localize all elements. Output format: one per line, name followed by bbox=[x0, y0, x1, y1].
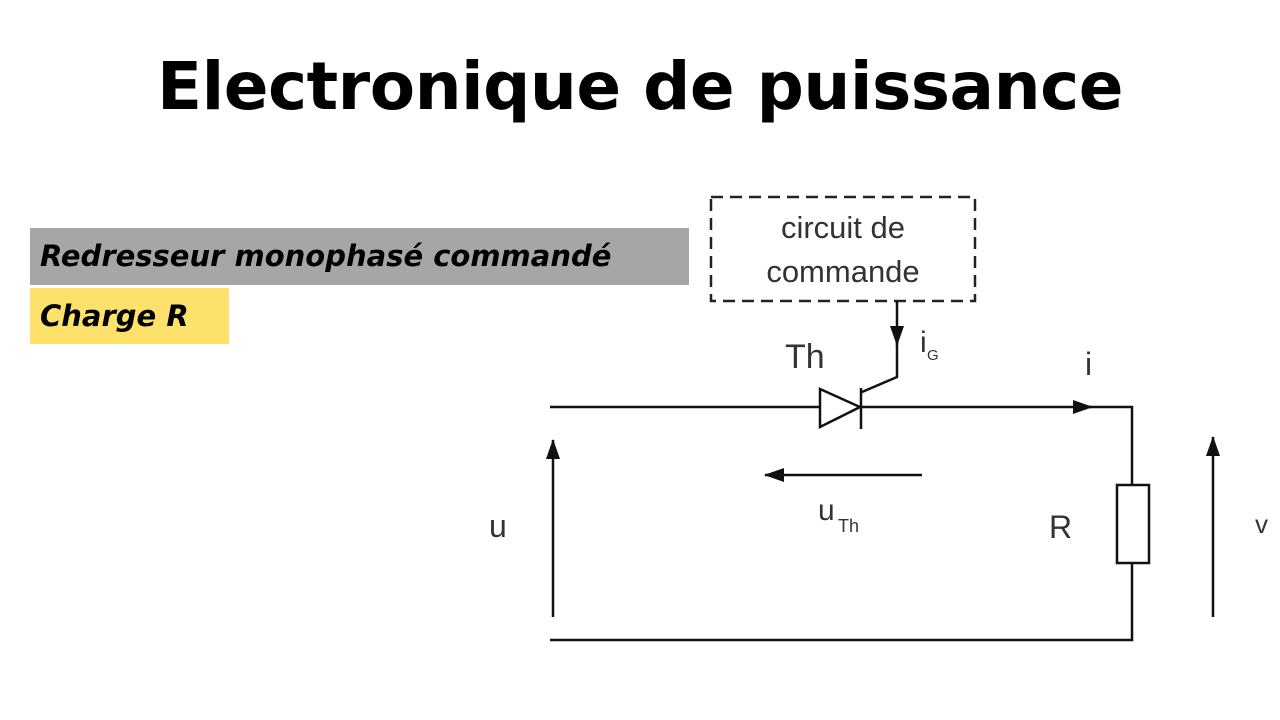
resistor-symbol bbox=[1115, 483, 1151, 565]
control-box-line1: circuit de bbox=[781, 210, 905, 245]
subtopic-label: Charge R bbox=[30, 288, 229, 344]
thyristor-symbol bbox=[818, 387, 863, 430]
resistor-label: R bbox=[1049, 509, 1072, 545]
source-voltage-label: u bbox=[489, 508, 507, 544]
thyristor-voltage-label: u bbox=[818, 494, 835, 527]
current-label: i bbox=[1085, 346, 1092, 382]
gate-current-label: i bbox=[920, 326, 927, 359]
page-title: Electronique de puissance bbox=[157, 48, 1123, 125]
thyristor-label: Th bbox=[785, 338, 825, 376]
gate-wire bbox=[861, 301, 904, 394]
thyristor-voltage-subscript: Th bbox=[838, 516, 859, 536]
gate-current-subscript: G bbox=[927, 347, 939, 364]
wires bbox=[550, 400, 1134, 642]
control-circuit-box bbox=[709, 195, 977, 303]
control-box-line2: commande bbox=[766, 254, 919, 289]
topic-label: Redresseur monophasé commandé bbox=[30, 228, 689, 285]
load-voltage-label: v bbox=[1255, 509, 1268, 539]
